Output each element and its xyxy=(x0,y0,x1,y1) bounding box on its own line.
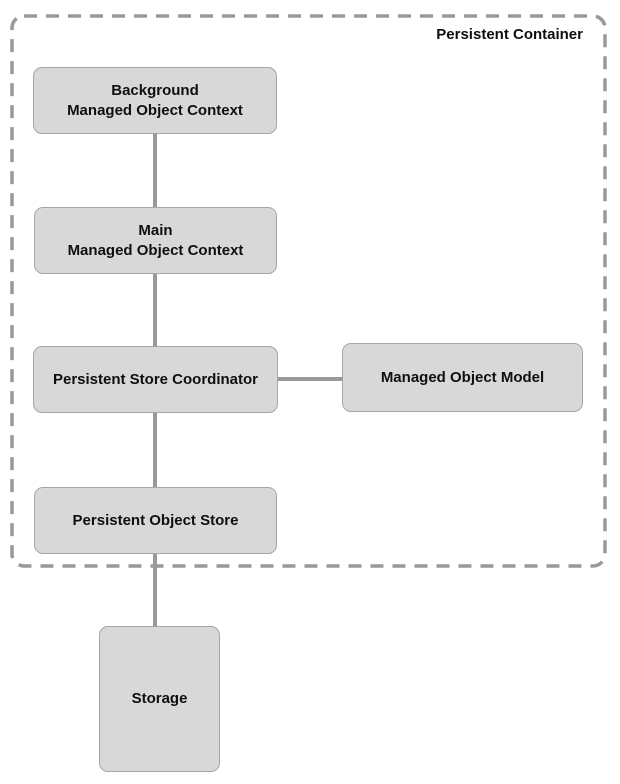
node-persistent-object-store: Persistent Object Store xyxy=(34,487,277,554)
node-label: Main Managed Object Context xyxy=(67,221,244,259)
persistent-container-label: Persistent Container xyxy=(436,26,583,43)
node-label: Persistent Object Store xyxy=(72,511,239,529)
edge-main-moc-to-persistent-store-coordinator xyxy=(153,272,157,348)
node-storage: Storage xyxy=(99,626,220,772)
node-background-managed-object-context: Background Managed Object Context xyxy=(33,67,277,134)
node-label: Persistent Store Coordinator xyxy=(52,370,259,388)
edge-persistent-object-store-to-storage xyxy=(153,552,157,628)
node-label: Managed Object Model xyxy=(380,368,545,386)
node-label: Storage xyxy=(131,690,188,707)
node-label: Background Managed Object Context xyxy=(67,81,243,119)
node-main-managed-object-context: Main Managed Object Context xyxy=(34,207,277,274)
node-persistent-store-coordinator: Persistent Store Coordinator xyxy=(33,346,278,413)
edge-persistent-store-coordinator-to-persistent-object-store xyxy=(153,411,157,489)
node-managed-object-model: Managed Object Model xyxy=(342,343,583,412)
edge-background-moc-to-main-moc xyxy=(153,132,157,209)
edge-persistent-store-coordinator-to-managed-object-model xyxy=(276,377,344,381)
